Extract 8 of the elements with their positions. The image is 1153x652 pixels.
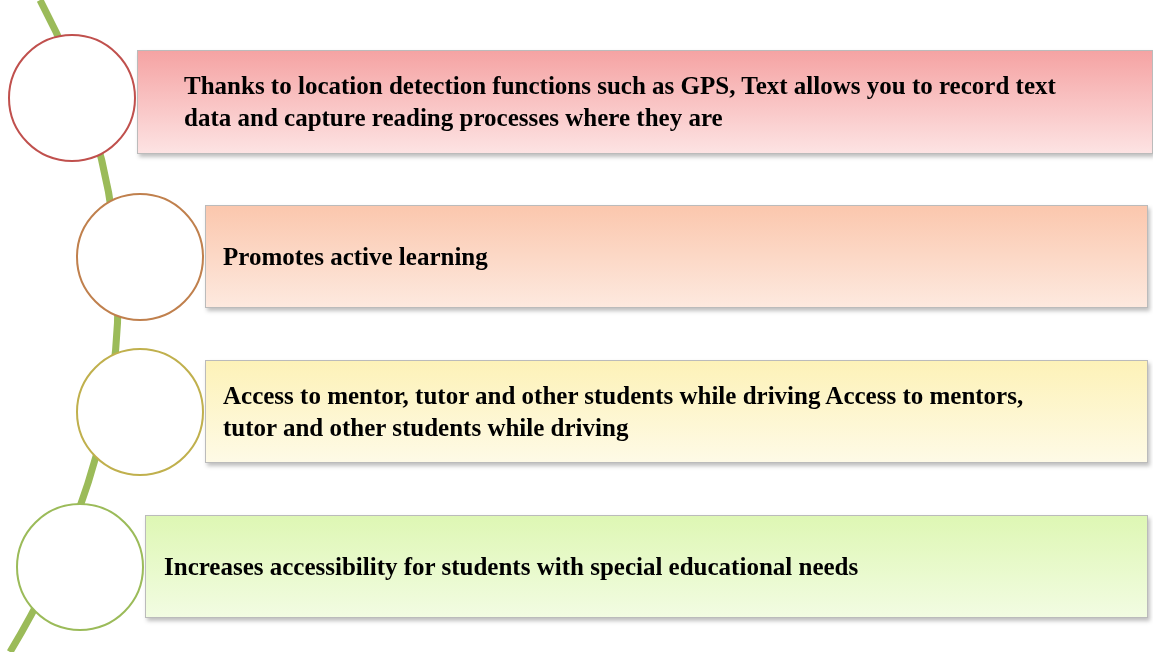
- list-bar: [137, 50, 1153, 154]
- item-text: Increases accessibility for students with special educational needs: [164, 551, 859, 582]
- item-text: Thanks to location detection functions such as GPS, Text allows you to record text data and capture reading processes where they are: [184, 71, 1057, 133]
- item-text: Access to mentor, tutor and other students while driving Access to mentors, tutor and other students while driving: [223, 380, 1025, 443]
- list-bar: [205, 360, 1148, 463]
- list-bar: [145, 515, 1148, 618]
- item-text: Promotes active learning: [223, 241, 488, 272]
- list-bar: [205, 205, 1148, 308]
